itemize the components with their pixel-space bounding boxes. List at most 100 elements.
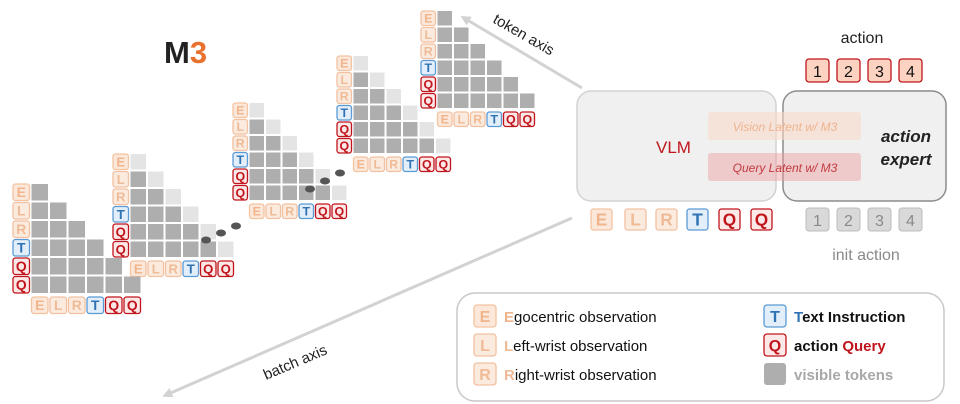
- col-token: R: [281, 203, 298, 220]
- visible-token-cell: [31, 221, 48, 238]
- visible-token-cell: [249, 119, 264, 134]
- col-token: R: [385, 156, 402, 173]
- col-token: T: [182, 260, 200, 278]
- visible-token-cell: [386, 89, 401, 104]
- row-token: Q: [12, 257, 31, 276]
- action-expert-label-1: action: [881, 127, 931, 146]
- visible-token-cell: [454, 93, 469, 108]
- vlm-token: Q: [718, 208, 741, 231]
- row-token-letter: L: [117, 172, 125, 187]
- action-label: action: [841, 30, 884, 47]
- col-token: Q: [435, 156, 452, 173]
- col-token-letter: T: [187, 261, 195, 276]
- vlm-token-letter: L: [630, 210, 641, 230]
- visible-token-cell: [183, 224, 199, 240]
- visible-token-cell: [454, 44, 469, 59]
- visible-token-cell: [31, 258, 48, 275]
- col-token: T: [486, 111, 503, 128]
- visible-token-cell: [353, 72, 368, 87]
- query-latent-label: Query Latent w/ M3: [733, 161, 838, 175]
- visible-token-cell: [266, 185, 281, 200]
- visible-token-cell: [50, 239, 67, 256]
- visible-token-cell: [87, 276, 104, 293]
- visible-token-cell: [200, 224, 216, 240]
- col-token-letter: Q: [438, 158, 448, 172]
- visible-token-cell: [165, 241, 181, 257]
- init-action-box: 1: [805, 207, 830, 232]
- visible-token-cell: [437, 27, 452, 42]
- col-token: L: [369, 156, 386, 173]
- col-token: Q: [519, 111, 536, 128]
- row-token: Q: [420, 76, 437, 93]
- col-token: E: [352, 156, 369, 173]
- attention-mask-stacks: EELLRRTTQQQQEELLRRTTQQQQEELLRRTTQQQQEELL…: [12, 10, 536, 315]
- visible-token-cell: [105, 276, 122, 293]
- col-token: L: [453, 111, 470, 128]
- row-token-letter: E: [236, 104, 244, 118]
- visible-token-cell: [299, 152, 314, 167]
- visible-token-cell: [370, 72, 385, 87]
- col-token: Q: [199, 260, 217, 278]
- row-token-letter: Q: [423, 94, 433, 108]
- visible-token-cell: [266, 136, 281, 151]
- visible-token-cell: [370, 138, 385, 153]
- visible-token-cell: [148, 241, 164, 257]
- row-token-letter: L: [340, 73, 348, 87]
- visible-token-cell: [403, 122, 418, 137]
- row-token: R: [336, 88, 353, 105]
- row-token-letter: L: [17, 203, 26, 219]
- visible-token-cell: [470, 77, 485, 92]
- visible-token-cell: [403, 138, 418, 153]
- col-token-letter: R: [389, 158, 398, 172]
- visible-token-cell: [437, 11, 452, 26]
- col-token: Q: [217, 260, 235, 278]
- row-token: L: [232, 118, 249, 135]
- visible-token-cell: [50, 258, 67, 275]
- visible-token-cell: [370, 89, 385, 104]
- legend-text: Text Instruction: [794, 309, 905, 326]
- col-token-letter: L: [457, 113, 465, 127]
- legend-text: action Query: [794, 338, 886, 355]
- col-token-letter: Q: [522, 113, 532, 127]
- row-token-letter: Q: [423, 78, 433, 92]
- row-token: R: [12, 220, 31, 239]
- col-token: T: [298, 203, 315, 220]
- visible-token-cell: [419, 138, 434, 153]
- action-expert-label-2: expert: [880, 150, 932, 169]
- visible-token-cell: [130, 206, 146, 222]
- row-token-letter: Q: [235, 186, 245, 200]
- col-token-letter: L: [54, 297, 63, 313]
- visible-token-cell: [183, 206, 199, 222]
- visible-token-cell: [266, 169, 281, 184]
- row-token: R: [420, 43, 437, 60]
- row-token: Q: [12, 275, 31, 294]
- row-token-letter: R: [424, 45, 433, 59]
- action-number: 3: [875, 64, 884, 81]
- legend-text: Egocentric observation: [504, 309, 657, 326]
- row-token: E: [112, 153, 130, 171]
- visible-token-cell: [454, 60, 469, 75]
- visible-token-cell: [419, 122, 434, 137]
- visible-token-cell: [503, 77, 518, 92]
- visible-token-cell: [282, 152, 297, 167]
- visible-token-cell: [31, 276, 48, 293]
- vlm-token-letter: R: [660, 210, 673, 230]
- row-token-letter: Q: [16, 258, 27, 274]
- row-token: Q: [336, 137, 353, 154]
- visible-token-cell: [282, 185, 297, 200]
- visible-token-cell: [50, 202, 67, 219]
- visible-token-cell: [370, 122, 385, 137]
- visible-token-cell: [520, 93, 535, 108]
- visible-token-cell: [200, 241, 216, 257]
- row-token-letter: R: [16, 221, 26, 237]
- visible-token-cell: [218, 241, 234, 257]
- col-token-letter: T: [302, 205, 310, 219]
- action-number: 1: [813, 64, 822, 81]
- init-action-label: init action: [832, 247, 900, 264]
